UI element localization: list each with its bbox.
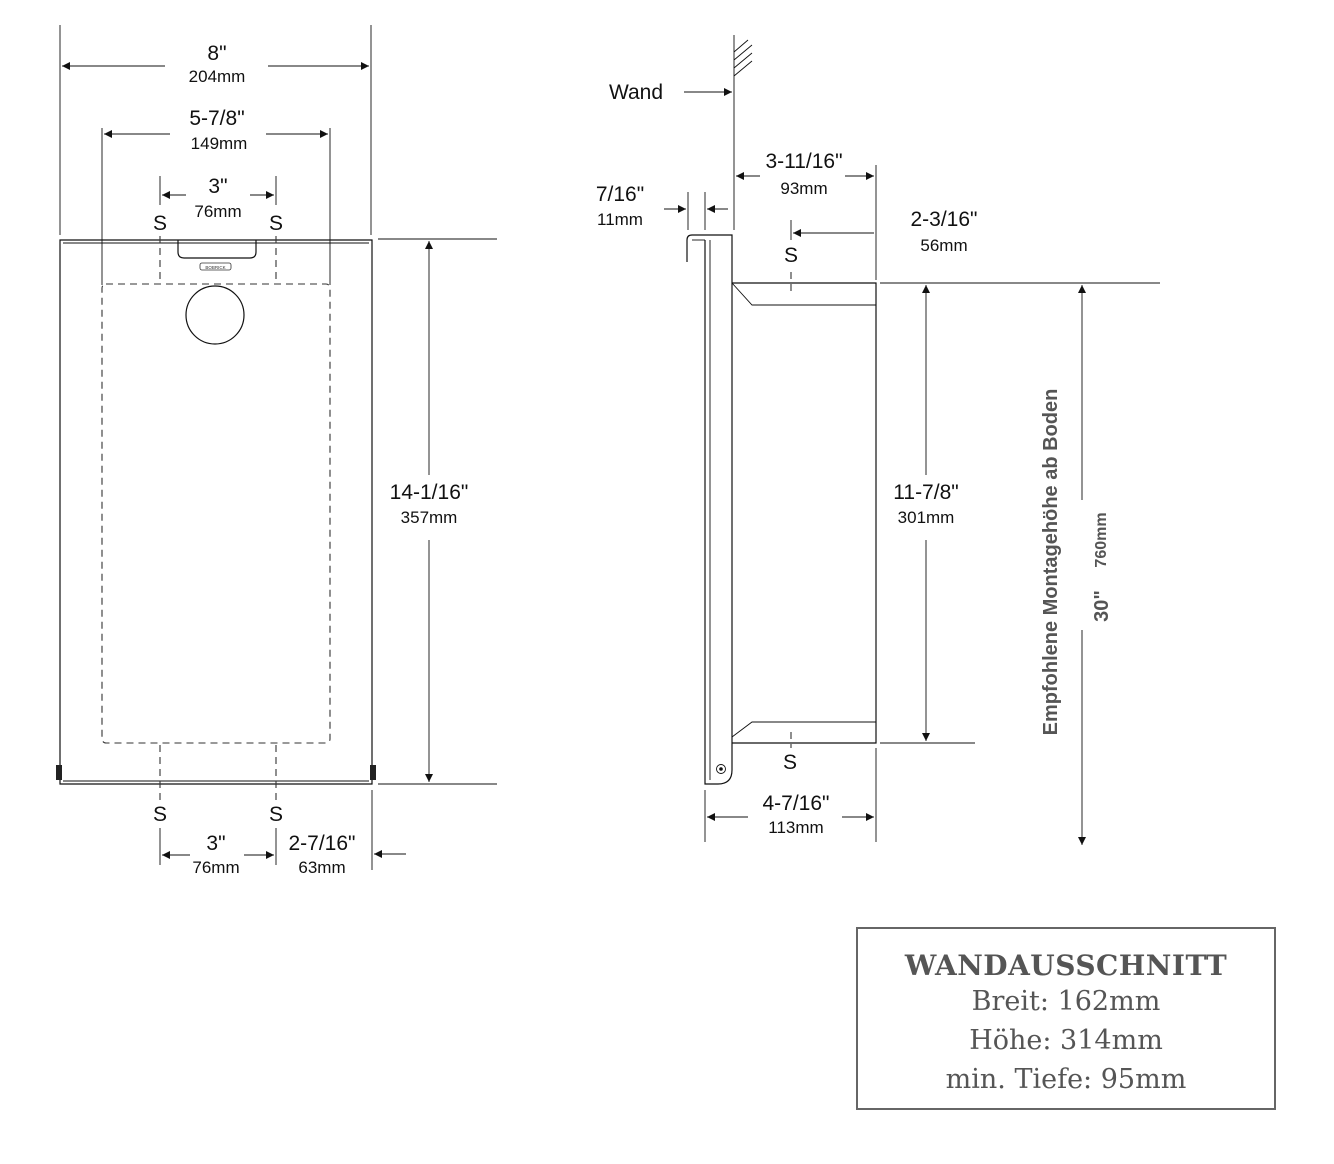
screw-offset-mm-label: 63mm [298,858,345,877]
brand-logo-text: BOBRICK [205,265,225,270]
height-inch-label: 14-1/16" [390,481,469,504]
brand-logo-plate [199,262,232,271]
side-view: Wand 7/16" 11mm 3-11/16" 93mm 2-3/16" 56… [596,35,1160,845]
recess-height-mm-label: 301mm [898,508,955,527]
width-inch-label: 8" [207,42,226,65]
flange-mm-label: 11mm [597,210,643,229]
screw-label-side-bottom: S [783,751,797,774]
round-window [185,285,245,345]
width-mm-label: 204mm [189,67,246,86]
foot-left [56,765,62,780]
mounting-height-mm-label: 760mm [1093,512,1110,567]
dispensing-slot [177,240,257,259]
wall-label: Wand [609,81,663,104]
front-panel-side [686,234,733,785]
bottom-screw-spacing-mm-label: 76mm [192,858,239,877]
screw-label-top-right: S [269,212,283,235]
wall-hatch [733,39,753,77]
cutout-title: WANDAUSSCHNITT [904,949,1228,982]
front-view: 8" 204mm 5-7/8" 149mm 3" 76mm S S BOBRIC… [56,25,497,877]
foot-right [370,765,376,780]
screw-depth-mm-label: 56mm [920,236,967,255]
dispenser-edge [63,242,369,782]
mounting-height-label: Empfohlene Montagehöhe ab Boden [1040,389,1062,736]
total-depth-mm-label: 113mm [768,818,823,837]
screw-label-bottom-left: S [153,803,167,826]
flange-inch-label: 7/16" [596,183,644,206]
cabinet-bottom-bevel [731,721,876,738]
wall-cutout-box: WANDAUSSCHNITT Breit: 162mm Höhe: 314mm … [856,927,1276,1110]
lock-core [719,767,723,771]
screw-label-side-top: S [784,244,798,267]
bottom-screw-spacing-inch-label: 3" [206,832,225,855]
inner-width-mm-label: 149mm [191,134,248,153]
total-depth-inch-label: 4-7/16" [763,792,830,815]
screw-depth-inch-label: 2-3/16" [911,208,978,231]
screw-label-bottom-right: S [269,803,283,826]
screw-offset-inch-label: 2-7/16" [289,832,356,855]
recessed-cabinet [732,282,877,744]
recess-depth-inch-label: 3-11/16" [765,150,842,173]
top-screw-spacing-mm-label: 76mm [194,202,241,221]
recess-depth-mm-label: 93mm [780,179,827,198]
cutout-width: Breit: 162mm [971,986,1161,1017]
lock-icon [716,764,726,774]
mounting-height-inch-label: 30" [1091,590,1113,622]
recess-outline-hidden [101,283,331,744]
height-mm-label: 357mm [401,508,458,527]
top-screw-spacing-inch-label: 3" [208,175,227,198]
cutout-depth: min. Tiefe: 95mm [945,1064,1187,1095]
cutout-height: Höhe: 314mm [969,1025,1163,1056]
screw-label-top-left: S [153,212,167,235]
cabinet-top-bevel [731,282,876,306]
recess-height-inch-label: 11-7/8" [893,481,958,504]
dispenser-outline [59,239,373,785]
inner-width-inch-label: 5-7/8" [189,107,244,130]
